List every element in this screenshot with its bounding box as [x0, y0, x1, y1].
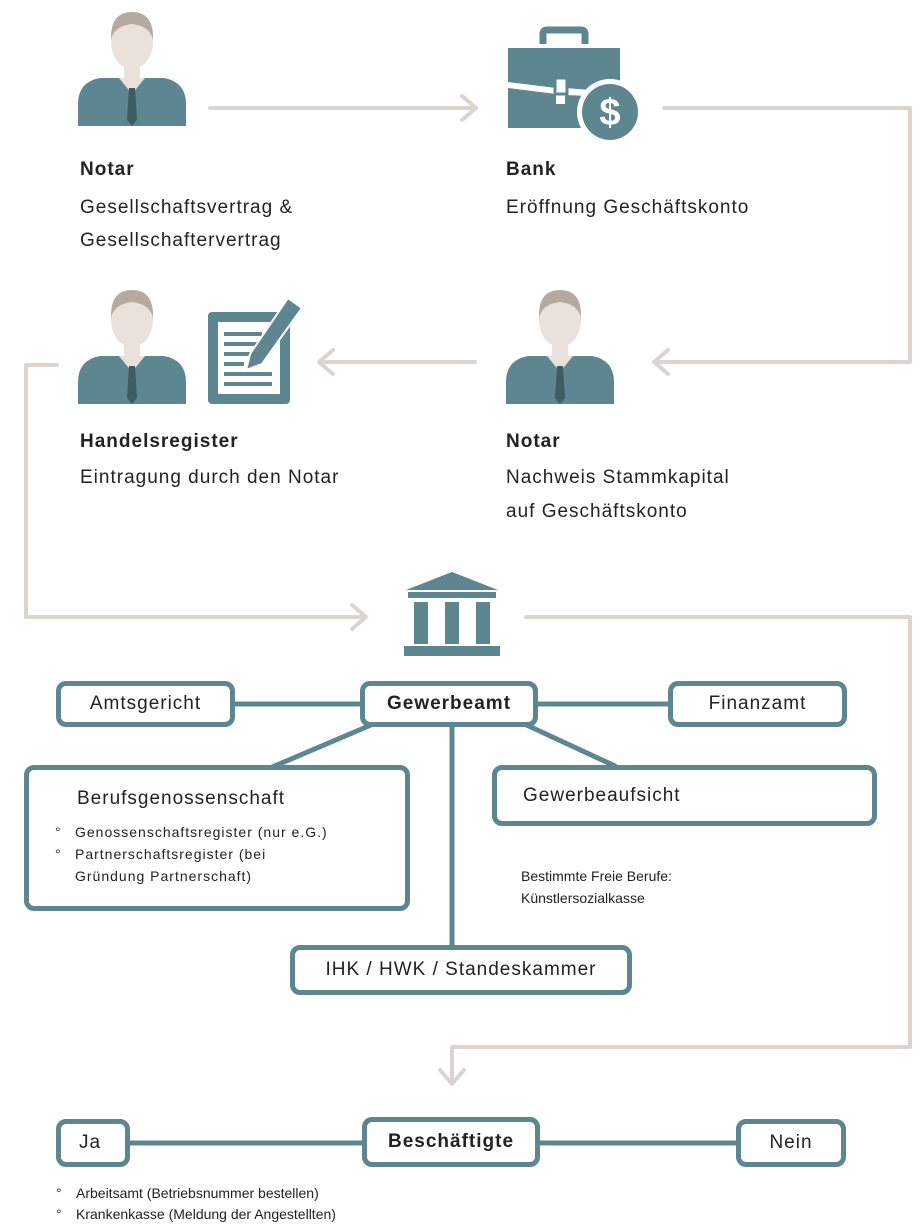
gewerbeaufsicht-box: Gewerbeaufsicht — [492, 765, 877, 826]
person-icon — [78, 290, 186, 404]
arrow-handelsregister-to-gewerbeamt — [24, 363, 368, 631]
nein-box: Nein — [736, 1119, 846, 1167]
arrow-notar2-to-handelsregister — [317, 348, 477, 376]
arrow-gewerbeamt-to-beschaeftigte — [438, 615, 912, 1086]
svg-text:$: $ — [599, 92, 620, 134]
bank-line1: Eröffnung Geschäftskonto — [506, 197, 750, 218]
briefcase-dollar-icon: $ — [508, 26, 643, 145]
person-icon — [506, 290, 614, 404]
notar2-line2: auf Geschäftskonto — [506, 501, 688, 522]
document-pen-icon — [208, 296, 304, 404]
berufsgenossenschaft-box: Berufsgenossenschaft °Genossenschaftsreg… — [24, 765, 410, 911]
bullet-item: °Krankenkasse (Meldung der Angestellten) — [56, 1206, 336, 1222]
gewerbeamt-box: Gewerbeamt — [360, 681, 538, 727]
notar1-line2: Gesellschaftervertrag — [80, 230, 282, 251]
kammer-box: IHK / HWK / Standeskammer — [290, 945, 632, 995]
line-gewerbeamt-berufsgenossenschaft — [267, 719, 381, 771]
arrow-notar-to-bank — [208, 94, 478, 122]
notar2-title: Notar — [506, 431, 561, 452]
handelsregister-title: Handelsregister — [80, 431, 239, 452]
arrow-bank-to-notar2 — [652, 106, 912, 376]
amtsgericht-box: Amtsgericht — [56, 681, 235, 727]
notar1-line1: Gesellschaftsvertrag & — [80, 197, 294, 218]
bullet-item: °Partnerschaftsregister (bei — [55, 846, 267, 862]
freie-berufe-line1: Bestimmte Freie Berufe: — [521, 868, 672, 884]
beschaeftigte-box: Beschäftigte — [362, 1117, 540, 1167]
notar2-line1: Nachweis Stammkapital — [506, 467, 730, 488]
notar1-title: Notar — [80, 159, 135, 180]
person-icon — [78, 12, 186, 126]
bullet-item: °Genossenschaftsregister (nur e.G.) — [55, 824, 328, 840]
bullet-item-continuation: Gründung Partnerschaft) — [75, 868, 253, 884]
freie-berufe-line2: Künstlersozialkasse — [521, 890, 645, 906]
finanzamt-box: Finanzamt — [668, 681, 847, 727]
line-gewerbeamt-gewerbeaufsicht — [517, 719, 618, 769]
berufsgenossenschaft-title: Berufsgenossenschaft — [77, 788, 286, 809]
handelsregister-line1: Eintragung durch den Notar — [80, 467, 340, 488]
bank-title: Bank — [506, 159, 557, 180]
government-building-icon — [404, 572, 500, 656]
bullet-item: °Arbeitsamt (Betriebsnummer bestellen) — [56, 1185, 319, 1201]
ja-box: Ja — [56, 1119, 130, 1167]
